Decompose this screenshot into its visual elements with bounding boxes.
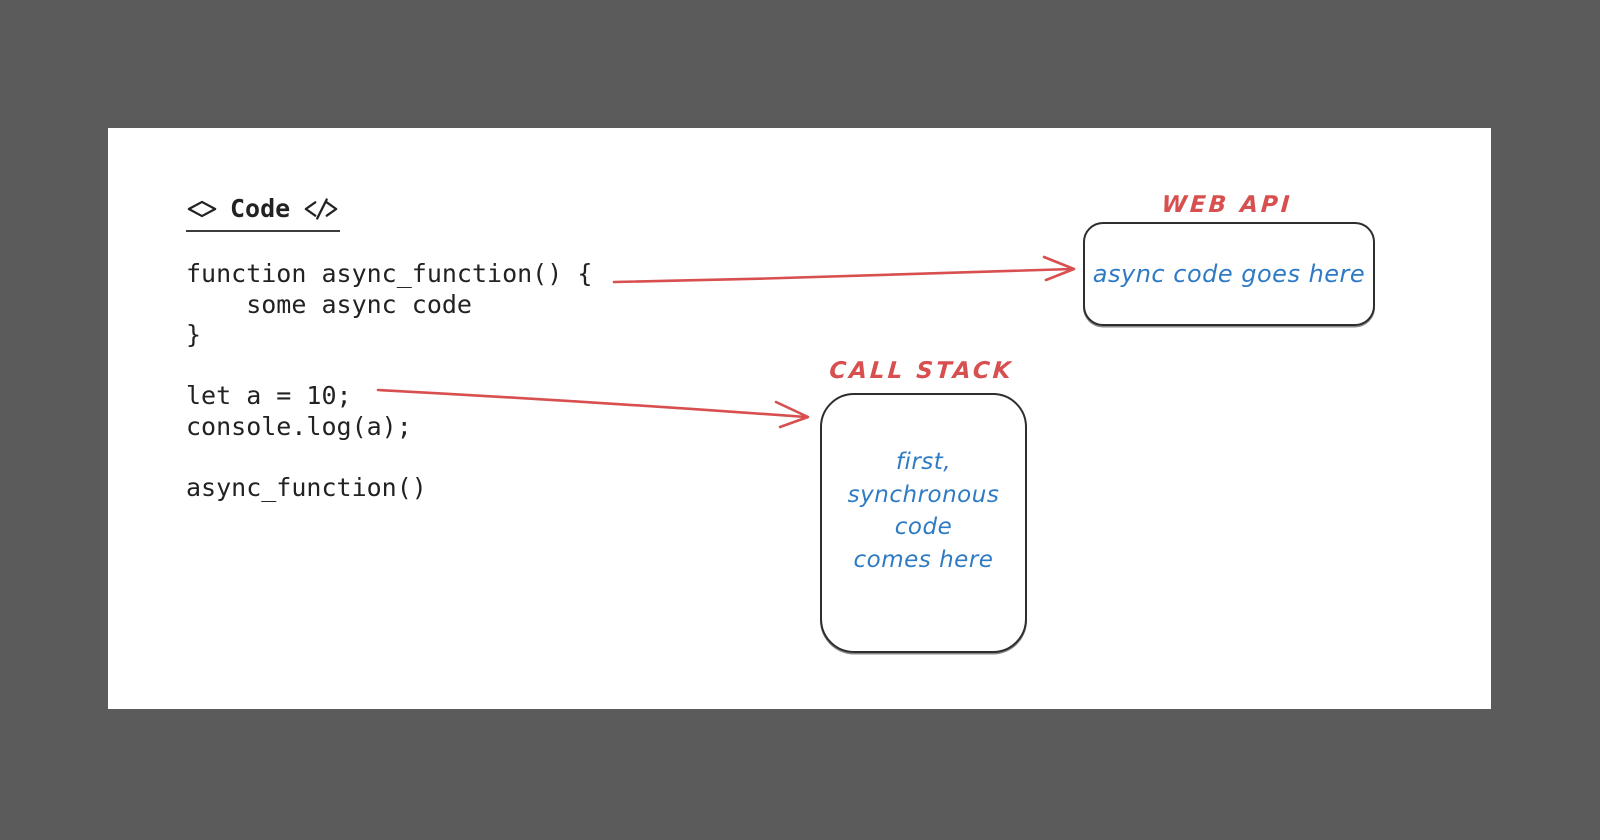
call-stack-box: first, synchronous code comes here: [820, 393, 1027, 653]
web-api-note: async code goes here: [1092, 260, 1366, 288]
code-section-title: Code: [186, 194, 341, 232]
code-block: function async_function() { some async c…: [186, 259, 593, 502]
code-close-tag-icon: [304, 197, 338, 220]
code-open-tag-icon: [187, 200, 217, 217]
call-stack-label: CALL STACK: [828, 358, 1015, 384]
whiteboard-canvas: Code function async_function() { some as…: [108, 128, 1491, 709]
call-stack-note: first, synchronous code comes here: [847, 449, 1000, 573]
web-api-label: WEB API: [1160, 192, 1294, 218]
arrow-async-function-to-web-api: [612, 255, 1076, 284]
web-api-box: async code goes here: [1083, 222, 1375, 326]
code-title-text: Code: [230, 194, 291, 223]
